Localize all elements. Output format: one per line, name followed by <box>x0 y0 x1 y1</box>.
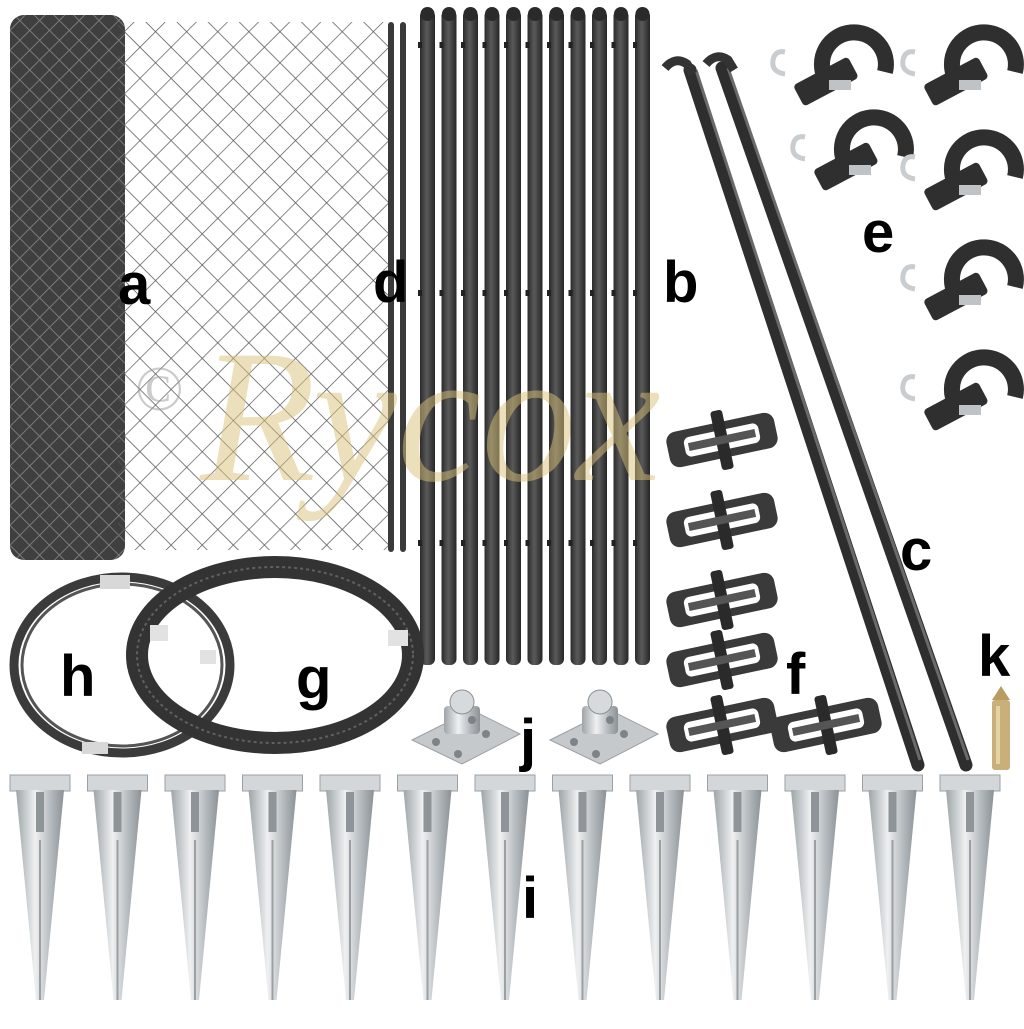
label-d: d <box>373 250 409 315</box>
ground-spike <box>629 774 691 1000</box>
base-plate <box>410 689 522 765</box>
brace-struts <box>661 52 973 772</box>
label-b: b <box>663 250 699 315</box>
ground-spikes <box>9 774 1001 1000</box>
post-clamp <box>900 239 1024 321</box>
fence-post <box>418 7 435 665</box>
binding-wire-coil <box>9 572 235 758</box>
tension-wire-coil <box>126 556 424 754</box>
ground-spike <box>784 774 846 1000</box>
ground-spike <box>319 774 381 1000</box>
fence-post <box>611 7 629 665</box>
label-e: e <box>862 200 895 265</box>
fence-posts <box>418 7 650 665</box>
post-clamps <box>770 24 1024 431</box>
label-a: a <box>118 252 151 317</box>
label-h: h <box>60 644 96 709</box>
wire-tensioner <box>666 694 778 756</box>
ground-spike <box>707 774 768 1000</box>
label-i: i <box>522 866 539 931</box>
tension-rod <box>400 22 406 552</box>
anchor-sleeve <box>992 686 1010 770</box>
base-plate <box>548 689 660 765</box>
copyright-symbol: © <box>135 353 184 424</box>
post-clamp <box>900 349 1024 431</box>
ground-spike <box>939 774 1001 1000</box>
label-g: g <box>296 646 332 711</box>
fence-post <box>590 7 607 665</box>
fence-post <box>547 7 564 665</box>
post-clamp <box>790 109 914 191</box>
ground-spike <box>552 774 613 1000</box>
wire-tensioner <box>666 629 778 691</box>
fence-post <box>504 7 521 665</box>
post-clamp <box>770 24 894 106</box>
wire-tensioner <box>666 409 778 471</box>
fence-post <box>461 7 478 665</box>
fence-post <box>482 7 500 665</box>
label-f: f <box>786 642 806 707</box>
brand-watermark: Rycox <box>198 312 661 522</box>
ground-spike <box>862 774 923 1000</box>
label-c: c <box>900 518 933 583</box>
label-k: k <box>978 624 1011 689</box>
ground-spike <box>87 774 148 1000</box>
fence-post <box>525 7 543 665</box>
tension-rod <box>388 22 394 552</box>
wire-tensioner <box>770 694 882 756</box>
tension-rods <box>388 22 406 552</box>
post-clamp <box>900 24 1024 106</box>
post-clamp <box>900 129 1024 211</box>
ground-spike <box>242 774 303 1000</box>
label-j: j <box>520 708 537 773</box>
ground-spike <box>164 774 226 1000</box>
wire-tensioner <box>666 569 778 631</box>
ground-spike <box>397 774 458 1000</box>
fence-post <box>633 7 650 665</box>
base-plates <box>410 689 660 765</box>
fence-post <box>439 7 457 665</box>
watermark: © Rycox <box>135 312 661 522</box>
ground-spike <box>474 774 536 1000</box>
fence-mesh-roll <box>10 15 388 560</box>
ground-spike <box>9 774 71 1000</box>
fence-post <box>568 7 586 665</box>
wire-tensioners <box>666 409 882 756</box>
wire-tensioner <box>666 489 778 551</box>
